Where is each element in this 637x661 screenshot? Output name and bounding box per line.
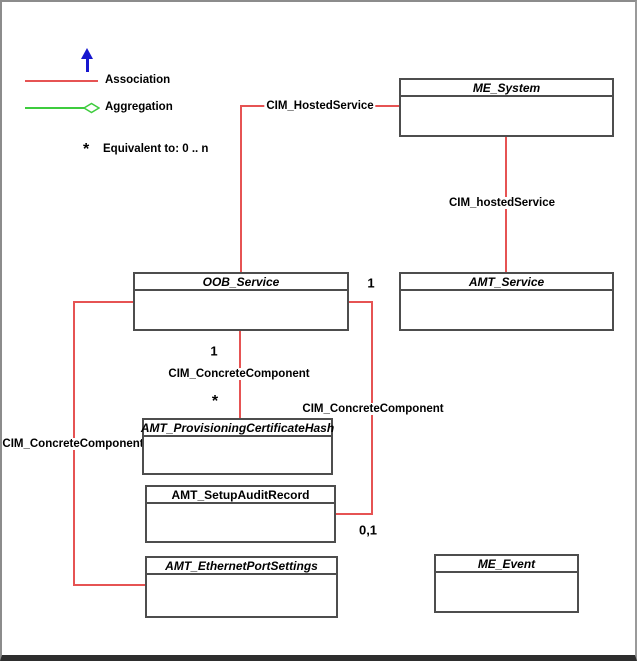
multiplicity-star-certhash: * (210, 393, 220, 410)
edge-label-cim-concretecomponent-middle: CIM_ConcreteComponent (166, 368, 312, 380)
edge-concrete-ethernet-h1 (73, 301, 133, 303)
generalization-arrow-icon (81, 48, 93, 59)
class-title-amt-provisioningcertificatehash: AMT_ProvisioningCertificateHash (141, 420, 334, 437)
class-title-amt-ethernetportsettings: AMT_EthernetPortSettings (147, 558, 336, 575)
class-title-amt-service: AMT_Service (401, 274, 612, 291)
aggregation-diamond-icon (83, 102, 100, 114)
class-oob-service[interactable]: OOB_Service (133, 272, 349, 331)
class-body-oob-service (135, 291, 347, 329)
edge-label-cim-concretecomponent-left: CIM_ConcreteComponent (2, 438, 146, 450)
edge-label-cim-hostedservice-lower: CIM_hostedService (446, 197, 558, 209)
class-title-amt-setupauditrecord: AMT_SetupAuditRecord (147, 487, 334, 504)
legend-aggregation-label: Aggregation (105, 101, 173, 113)
class-body-me-system (401, 97, 612, 135)
class-body-me-event (436, 573, 577, 611)
edge-concrete-audit-h2 (336, 513, 373, 515)
legend-equivalence-text: Equivalent to: 0 .. n (103, 143, 209, 155)
class-amt-ethernetportsettings[interactable]: AMT_EthernetPortSettings (145, 556, 338, 618)
class-title-oob-service: OOB_Service (135, 274, 347, 291)
class-amt-provisioningcertificatehash[interactable]: AMT_ProvisioningCertificateHash (141, 418, 334, 475)
generalization-arrow-stem (86, 58, 89, 72)
class-amt-setupauditrecord[interactable]: AMT_SetupAuditRecord (145, 485, 336, 543)
multiplicity-one-oob-right: 1 (366, 275, 376, 291)
multiplicity-zero-one-auditrecord: 0,1 (357, 522, 379, 538)
aggregation-line-sample (25, 107, 85, 109)
association-line-sample (25, 80, 98, 82)
class-me-event[interactable]: ME_Event (434, 554, 579, 613)
edge-label-cim-concretecomponent-right: CIM_ConcreteComponent (300, 403, 446, 415)
class-body-amt-setupauditrecord (147, 504, 334, 541)
class-body-amt-provisioningcertificatehash (144, 437, 331, 473)
equivalence-asterisk: * (83, 141, 90, 158)
edge-concrete-ethernet-h2 (73, 584, 145, 586)
class-amt-service[interactable]: AMT_Service (399, 272, 614, 331)
edge-label-cim-hostedservice-upper: CIM_HostedService (264, 100, 376, 112)
multiplicity-one-oob-bottom: 1 (209, 343, 219, 359)
class-title-me-system: ME_System (401, 80, 612, 97)
legend-association-label: Association (105, 74, 171, 86)
edge-concrete-audit-h1 (349, 301, 373, 303)
class-body-amt-ethernetportsettings (147, 575, 336, 616)
class-title-me-event: ME_Event (436, 556, 577, 573)
class-body-amt-service (401, 291, 612, 329)
class-me-system[interactable]: ME_System (399, 78, 614, 137)
edge-hostedservice-oob-v (240, 105, 242, 272)
